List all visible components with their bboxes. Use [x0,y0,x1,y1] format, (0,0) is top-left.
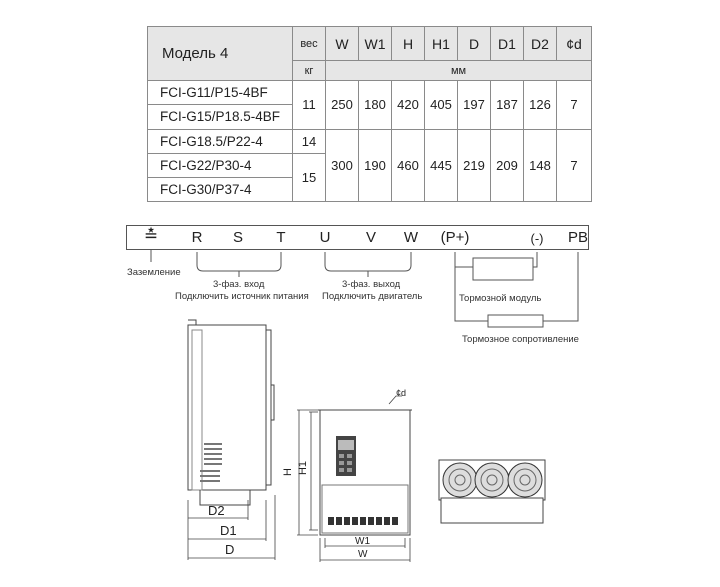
g2-w: 300 [325,128,359,203]
spec-table: Модель 4 вес W W1 H H1 D D1 D2 ¢d кг мм … [147,25,592,203]
terminal-u: U [319,229,331,246]
output-label-2: Подключить двигатель [322,291,423,302]
output-brace [324,252,412,272]
brake-module-box [472,257,534,281]
side-vent-grille [200,443,222,482]
terminal-minus: (-) [530,231,544,246]
input-label-1: 3-фаз. вход [213,279,265,290]
terminal-s: S [232,229,244,246]
col-h: H [391,25,425,62]
terminal-v: V [365,229,377,246]
ground-terminal-icon: ≛ [143,226,159,245]
fan-view [438,459,546,524]
col-d2: D2 [523,25,557,62]
dim-hole: ¢d [396,388,407,398]
output-label-1: 3-фаз. выход [342,279,401,290]
dim-d2: D2 [208,503,225,518]
model-row-4: FCI-G22/P30-4 [147,152,293,178]
dim-d1: D1 [220,523,237,538]
g1-weight: 11 [292,80,326,130]
g2-h1: 445 [424,128,458,203]
input-brace [196,252,282,272]
g1-hole: 7 [556,80,592,130]
g2-hole: 7 [556,128,592,203]
col-d: D [457,25,491,62]
model-row-5: FCI-G30/P37-4 [147,176,293,203]
model-row-1: FCI-G11/P15-4BF [147,80,293,106]
dim-d: D [225,542,235,557]
model-row-3: FCI-G18.5/P22-4 [147,128,293,154]
model-header: Модель 4 [147,25,293,82]
col-hole: ¢d [556,25,592,62]
g2-weight-b: 15 [292,152,326,203]
terminal-p-plus: (P+) [440,229,470,246]
terminal-w: W [403,229,419,246]
model-row-2: FCI-G15/P18.5-4BF [147,104,293,130]
terminal-t: T [276,229,286,246]
g2-d2: 148 [523,128,557,203]
dim-w: W [358,549,368,560]
g2-h: 460 [391,128,425,203]
unit-dims: мм [325,60,592,82]
unit-weight: кг [292,60,326,82]
g2-w1: 190 [358,128,392,203]
front-view [318,409,412,536]
dim-w1: W1 [355,536,370,547]
col-w: W [325,25,359,62]
input-label-2: Подключить источник питания [175,291,309,302]
g1-w: 250 [325,80,359,130]
brake-module-label: Тормозной модуль [459,293,542,304]
brake-resistor-box [487,314,544,328]
g1-w1: 180 [358,80,392,130]
brake-wiring [454,252,488,322]
terminal-block [328,517,398,525]
g1-d: 197 [457,80,491,130]
col-d1: D1 [490,25,524,62]
g1-d1: 187 [490,80,524,130]
ground-label: Заземление [127,267,181,278]
g2-d: 219 [457,128,491,203]
terminal-strip [126,225,589,250]
dim-h1: H1 [297,460,310,476]
terminal-r: R [191,229,203,246]
g2-weight-a: 14 [292,128,326,154]
brake-resistor-label: Тормозное сопротивление [462,334,579,345]
terminal-pb: PB [567,229,589,246]
side-view [187,319,275,506]
dim-h: H [281,468,294,476]
col-h1: H1 [424,25,458,62]
